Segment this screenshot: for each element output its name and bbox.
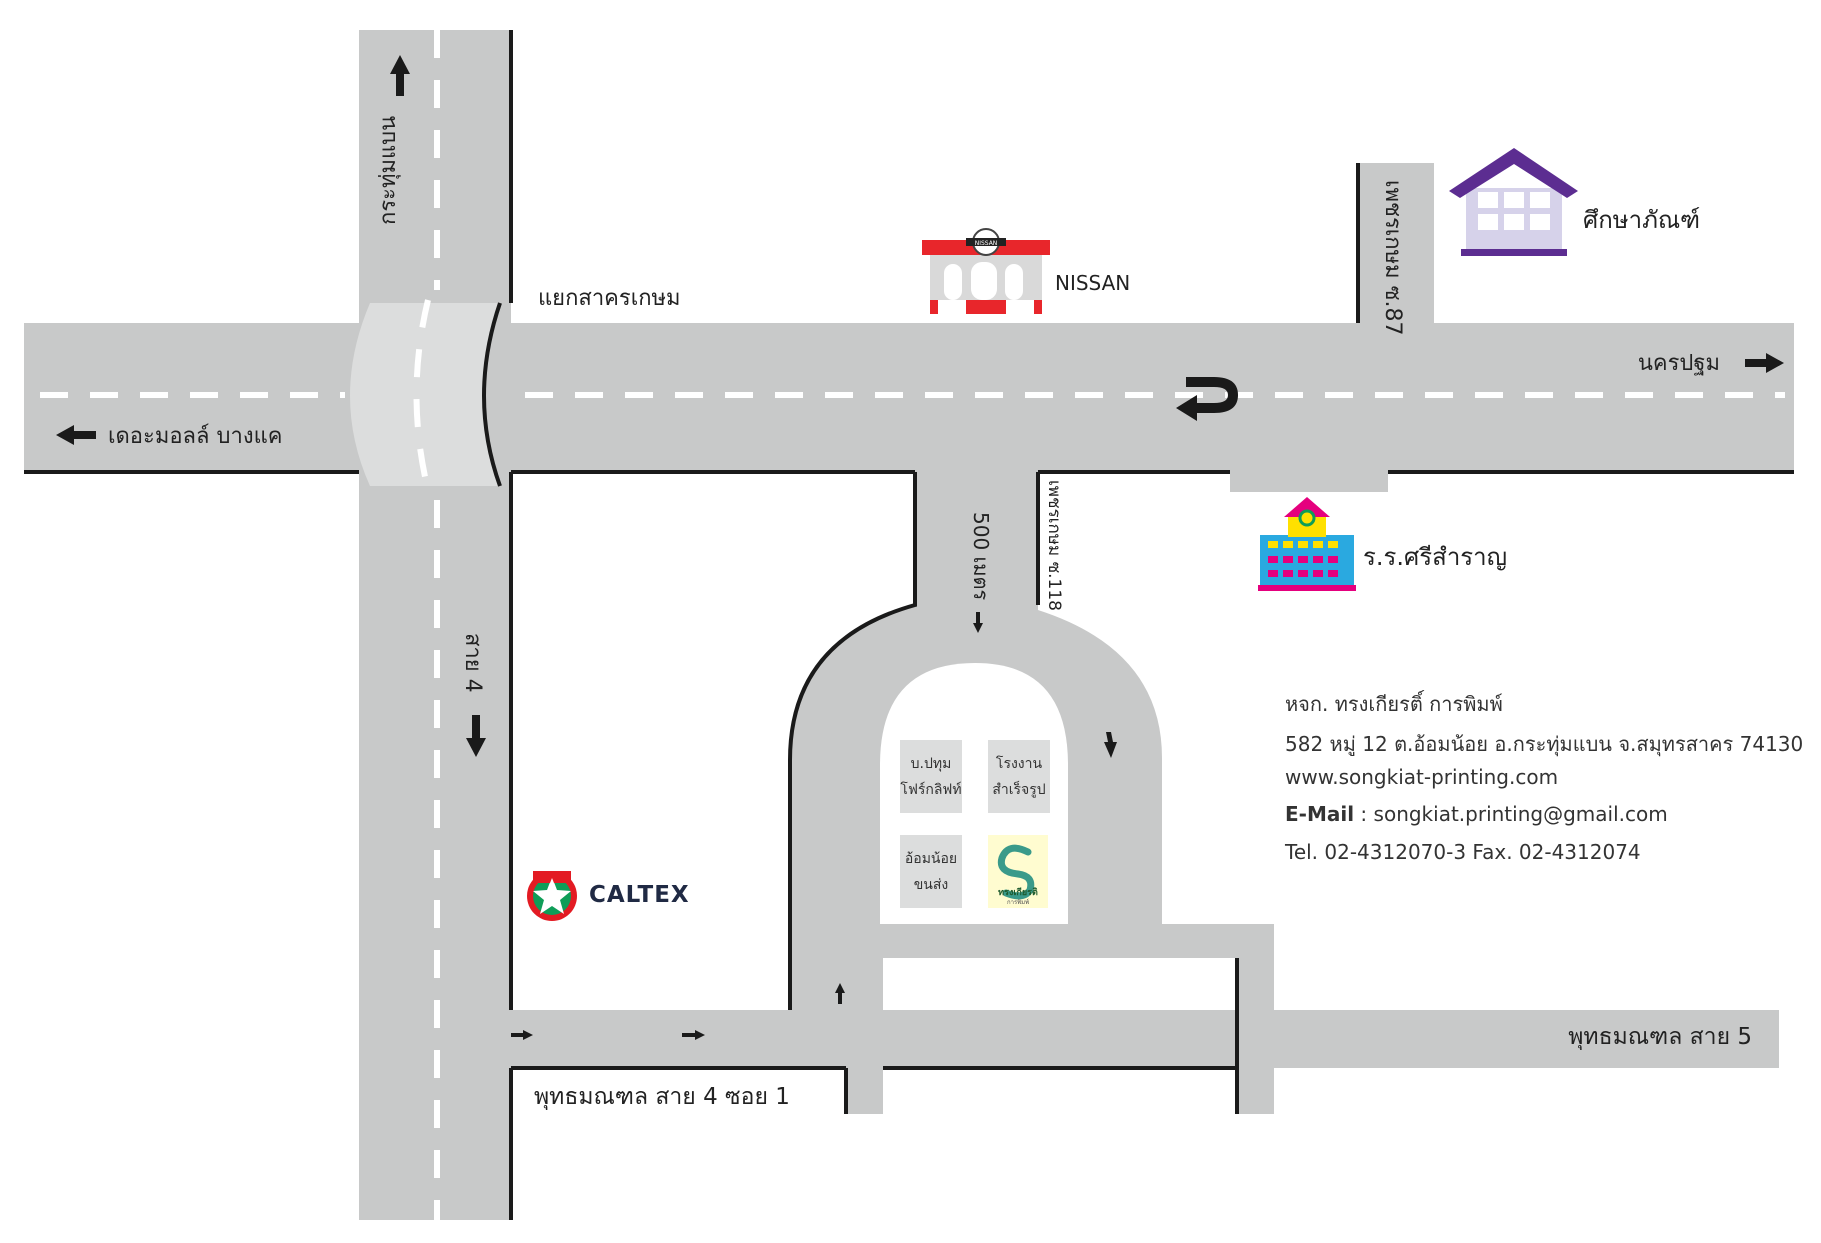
label-caltex: CALTEX [589,882,690,908]
songkiat-logo-text: ทรงเกียรติ [998,887,1038,898]
lot-pathum-line2: โฟร์กลิฟท์ [900,781,962,798]
contact-email-label: E-Mail [1285,802,1355,826]
label-sai4-soi1: พุทธมณฑล สาย 4 ซอย 1 [534,1084,790,1110]
school-stub-road [1230,465,1388,492]
contact-website: www.songkiat-printing.com [1285,765,1559,789]
label-krathumbaen: กระทุ่มแบน [376,116,401,225]
label-sai4: สาย 4 [460,633,485,693]
label-sai5: พุทธมณฑล สาย 5 [1568,1024,1752,1050]
contact-email-row: E-Mail : songkiat.printing@gmail.com [1285,802,1668,826]
contact-company: หจก. ทรงเกียรติ์ การพิมพ์ [1285,692,1503,716]
arrow-right-small-icon-1 [511,1030,533,1040]
lot-omnoi-line2: ขนส่ง [913,876,949,893]
arrow-up-small-icon [835,983,845,1004]
soi87-road [1358,163,1434,328]
lot-precast-factory: โรงงาน สำเร็จรูป [988,740,1050,813]
nissan-dealer: NISSAN [922,228,1050,314]
lot-factory-line1: โรงงาน [995,755,1043,772]
inner-lot-island [883,958,1237,1010]
label-the-mall-bangkhae: เดอะมอลล์ บางแค [108,424,282,449]
arrow-down-small-icon [973,612,983,633]
direction-arrows [56,55,1784,1040]
label-nakhon-pathom: นครปฐม [1638,351,1720,376]
songkiat-logo: ทรงเกียรติ การพิมพ์ [988,835,1048,908]
lot-omnoi-line1: อ้อมน้อย [904,850,958,867]
right-connector-road-2 [1237,924,1274,1114]
label-nissan: NISSAN [1055,271,1130,295]
songkiat-logo-sub: การพิมพ์ [1007,898,1029,906]
label-suksapan: ศึกษาภัณฑ์ [1583,206,1700,234]
school-building [1258,497,1356,591]
centerlines [40,30,1785,1220]
sai5-road [511,1010,1779,1068]
contact-phone: Tel. 02-4312070-3 Fax. 02-4312074 [1285,840,1641,864]
label-soi118: เพชรเกษม ซ.118 [1044,480,1064,611]
caltex-logo [527,871,577,921]
arrow-right-icon [1745,353,1784,373]
road-edges [24,30,1794,1220]
label-soi87: เพชรเกษม ซ.87 [1380,180,1405,336]
arrow-up-icon [390,55,410,96]
lot-pathum-line1: บ.ปทุม [910,755,952,772]
u-turn-icon [1176,377,1238,421]
nissan-sign-text: NISSAN [975,240,998,247]
intersection-circle [350,303,500,486]
left-connector-road [846,958,883,1114]
label-srisamran-school: ร.ร.ศรีสำราญ [1363,543,1507,571]
suksapan-building [1449,148,1578,256]
lot-pathum-forklift: บ.ปทุม โฟร์กลิฟท์ [900,740,962,813]
label-sakhon-kasem-junction: แยกสาครเกษม [538,286,681,311]
label-distance: 500 เมตร [969,512,993,601]
arrow-down-icon [466,715,486,757]
lot-factory-line2: สำเร็จรูป [992,781,1046,798]
arrow-curve-down-icon [1104,732,1117,758]
contact-address: 582 หมู่ 12 ต.อ้อมน้อย อ.กระทุ่มแบน จ.สม… [1285,732,1804,756]
lot-omnoi-transport: อ้อมน้อย ขนส่ง [900,835,962,908]
arrow-left-icon [56,425,96,445]
contact-email: : songkiat.printing@gmail.com [1354,802,1668,826]
arrow-right-small-icon-2 [682,1030,705,1040]
